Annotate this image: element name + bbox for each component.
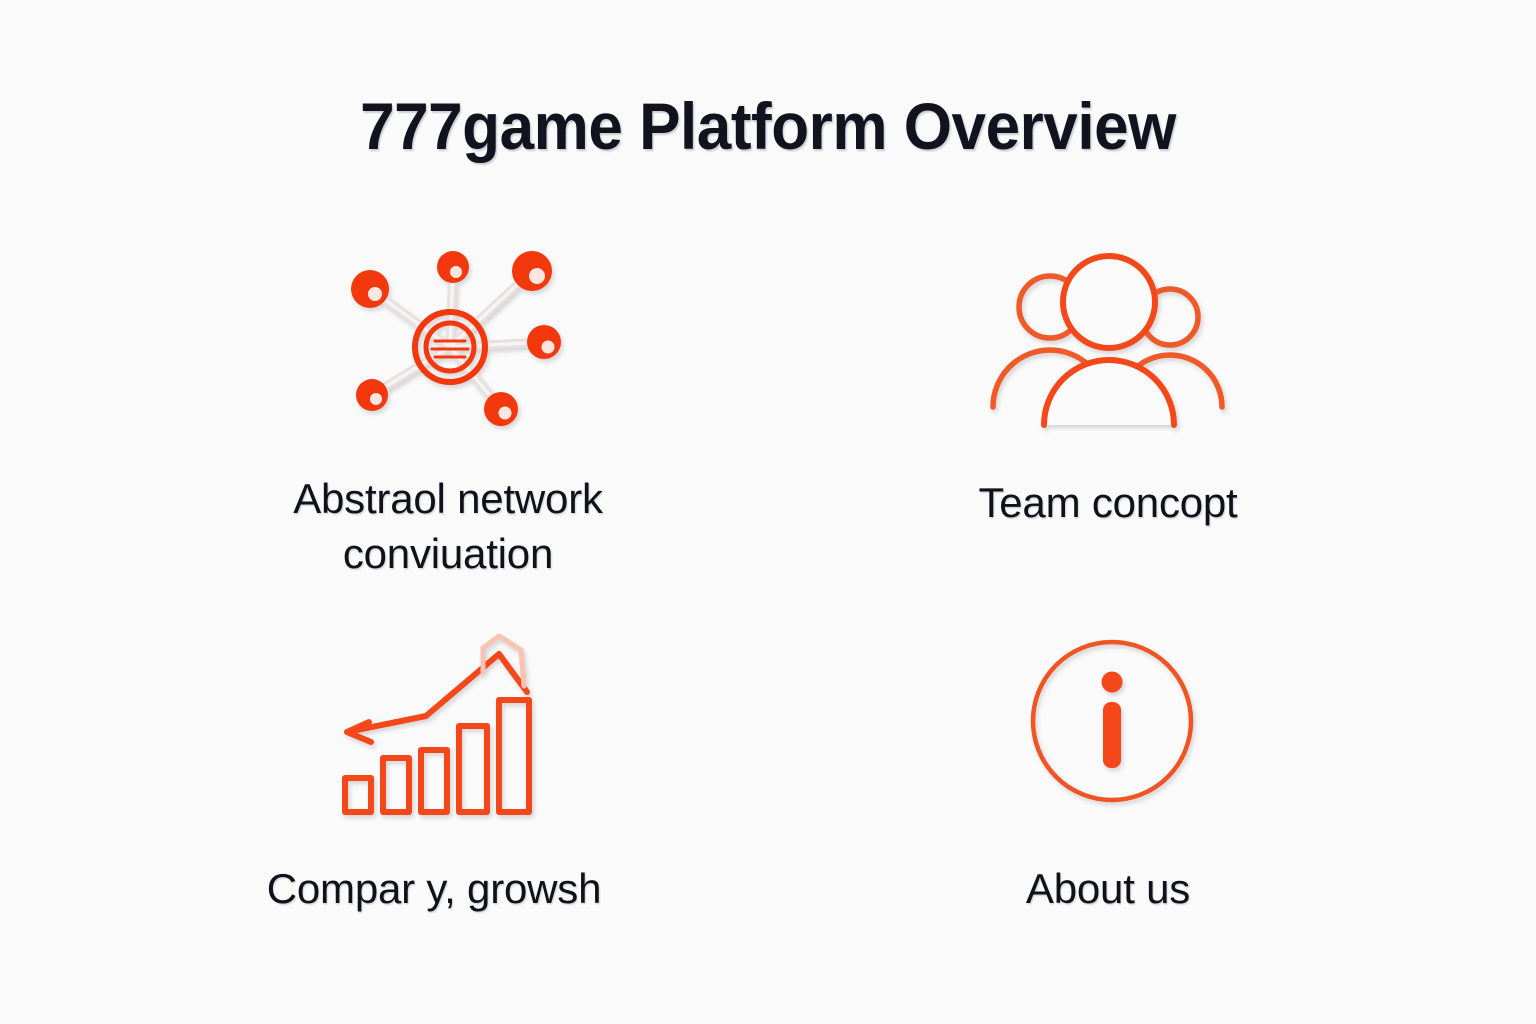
info-circle-icon <box>982 616 1242 826</box>
grid-item-label: Compar y, growsh <box>266 865 602 912</box>
grid-item-label: Team concopt <box>978 479 1238 526</box>
grid-item-about-us[interactable]: About us <box>770 600 1430 970</box>
team-group-icon <box>978 236 1238 446</box>
page-title: 777game Platform Overview <box>360 89 1176 163</box>
grid-item-label: Abstraol network conviuation <box>293 472 603 581</box>
grid-item-team-concept[interactable]: Team concopt <box>770 230 1430 600</box>
grid-item-label-line2: conviuation <box>342 529 554 577</box>
grid-item-label-line1: Abstraol network <box>293 475 603 522</box>
feature-grid: Abstraol network conviuation <box>110 230 1430 970</box>
growth-bar-chart-icon <box>308 618 568 828</box>
grid-item-abstract-network[interactable]: Abstraol network conviuation <box>110 230 770 600</box>
grid-item-label: About us <box>1025 865 1191 912</box>
network-nodes-icon <box>320 232 580 442</box>
grid-item-company-growth[interactable]: Compar y, growsh <box>110 600 770 970</box>
